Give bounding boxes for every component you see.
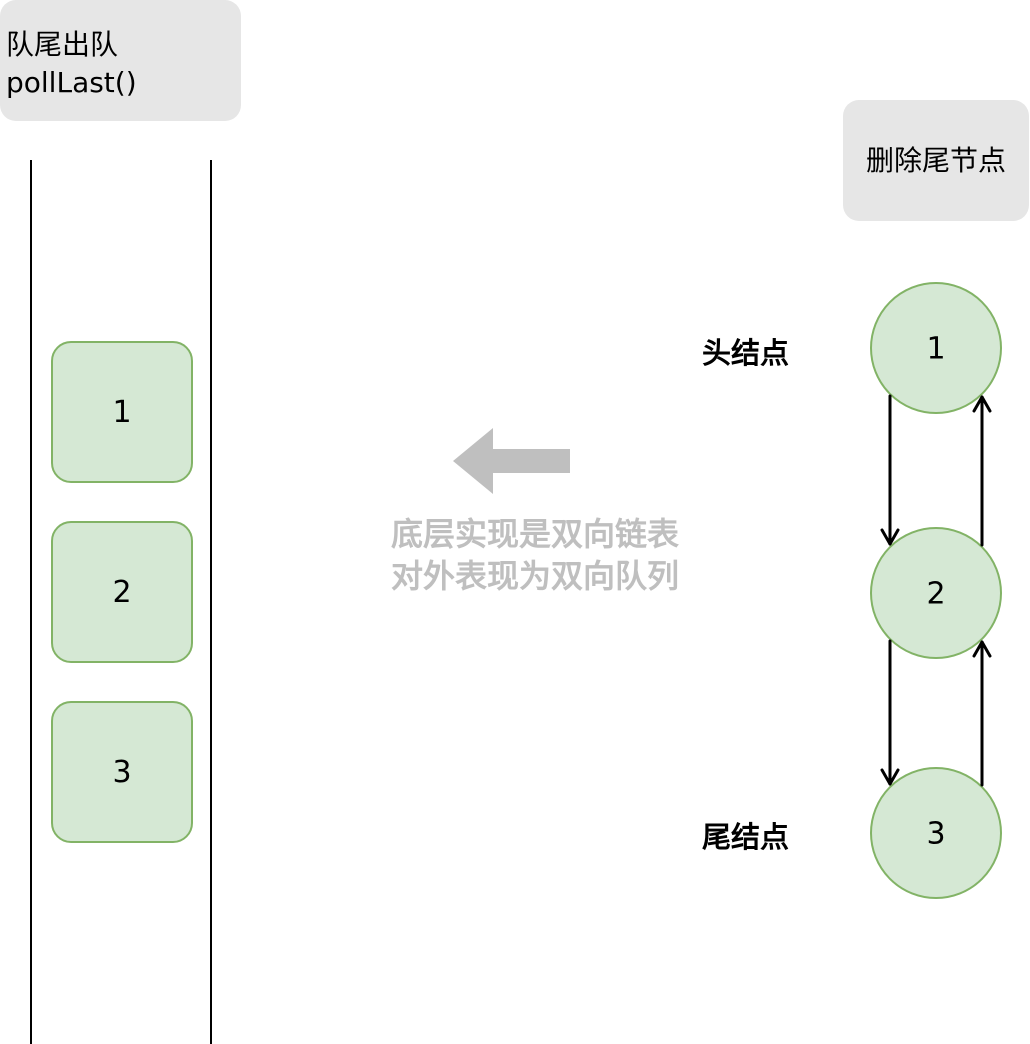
operation-method: pollLast()	[6, 66, 137, 99]
direction-arrow-icon	[453, 428, 570, 494]
list-node-value: 2	[926, 577, 945, 612]
caption: 底层实现是双向链表 对外表现为双向队列	[360, 513, 710, 597]
queue-item-value: 3	[112, 754, 132, 790]
prev-pointer	[972, 395, 992, 547]
caption-line-2: 对外表现为双向队列	[390, 557, 679, 595]
action-box: 删除尾节点	[843, 100, 1029, 221]
queue-left-rail	[30, 160, 32, 1044]
queue-item: 2	[51, 521, 193, 663]
next-pointer	[880, 394, 900, 546]
queue-right-rail	[210, 160, 212, 1044]
list-node: 1	[870, 282, 1002, 414]
queue-item: 3	[51, 701, 193, 843]
action-label: 删除尾节点	[865, 144, 1006, 177]
queue-item: 1	[51, 341, 193, 483]
head-node-label: 头结点	[702, 336, 790, 370]
list-node-value: 3	[926, 817, 945, 852]
queue-item-value: 2	[112, 574, 132, 610]
operation-title-box: 队尾出队 pollLast()	[0, 0, 241, 121]
list-node: 2	[870, 527, 1002, 659]
list-node-value: 1	[926, 332, 945, 367]
prev-pointer	[972, 640, 992, 787]
queue-item-value: 1	[112, 394, 132, 430]
operation-title: 队尾出队	[6, 28, 119, 61]
next-pointer	[880, 639, 900, 786]
list-node: 3	[870, 767, 1002, 899]
tail-node-label: 尾结点	[702, 820, 790, 854]
caption-line-1: 底层实现是双向链表	[390, 515, 679, 553]
